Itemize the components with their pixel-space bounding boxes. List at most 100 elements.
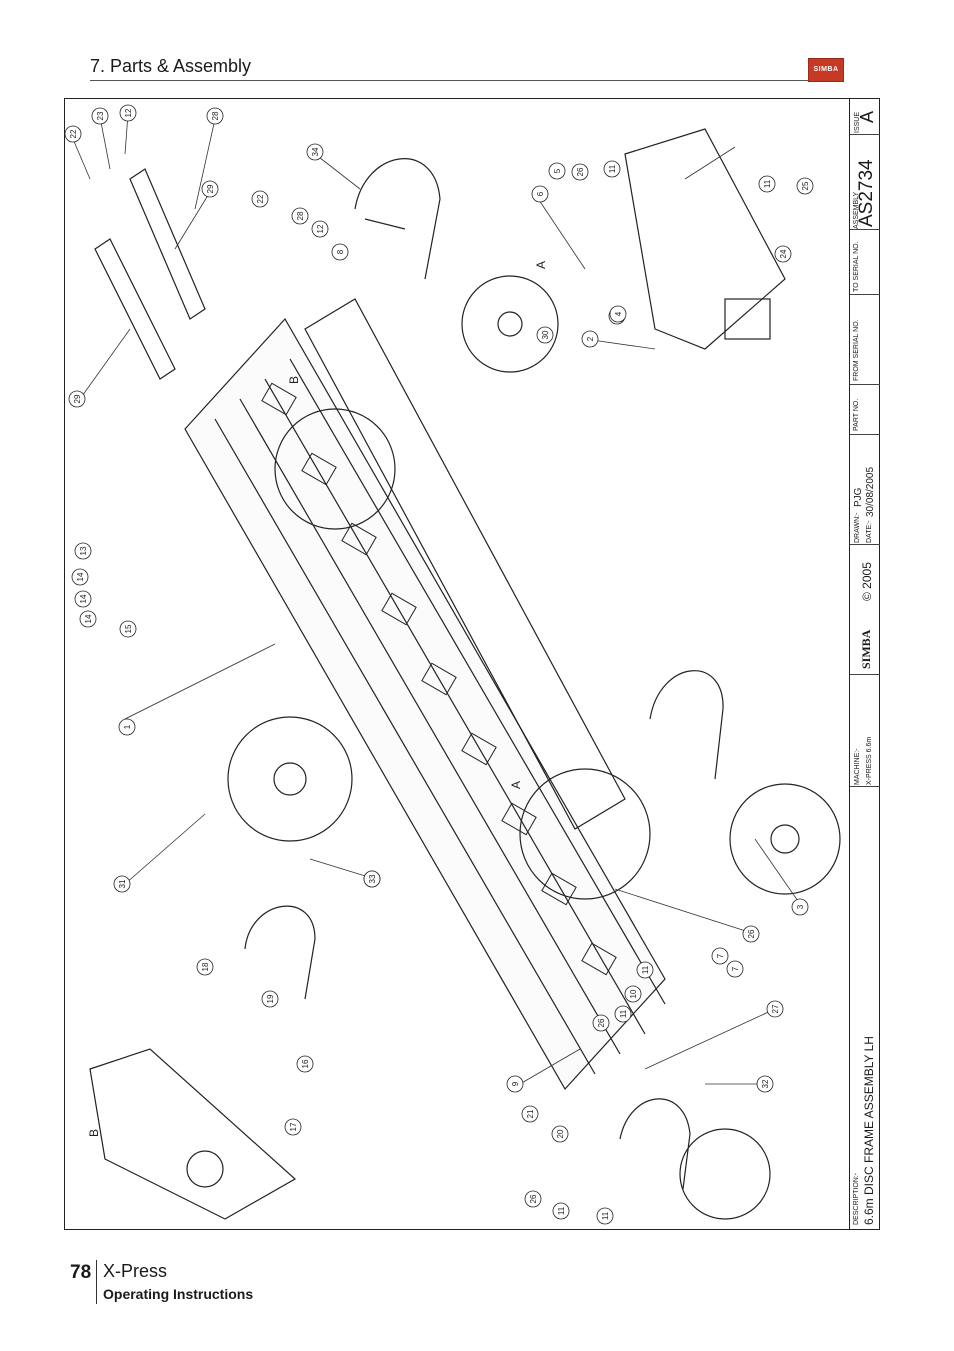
part-callout-21: 21: [521, 1105, 539, 1123]
part-callout-number: 7: [731, 966, 740, 971]
part-callout-number: 10: [629, 989, 638, 998]
product-name: X-Press: [103, 1261, 168, 1281]
part-callout-number: 8: [336, 249, 345, 254]
part-callout-number: 22: [256, 194, 265, 203]
part-callout-12: 12: [119, 104, 137, 122]
part-callout-number: 24: [779, 249, 788, 258]
part-callout-26: 26: [524, 1190, 542, 1208]
assembly-number: AS2734: [856, 159, 877, 227]
tine-33: [244, 905, 316, 1000]
part-callout-number: 11: [763, 179, 772, 188]
part-callout-number: 11: [619, 1009, 628, 1018]
assembly-cell: ASSEMBLY AS2734: [850, 135, 880, 230]
to-serial-label: TO SERIAL NO.: [853, 241, 860, 292]
part-callout-7: 7: [726, 960, 744, 978]
part-callout-number: 28: [211, 111, 220, 120]
part-callout-29: 29: [68, 390, 86, 408]
part-no-label: PART NO.: [853, 398, 860, 431]
part-callout-25: 25: [796, 177, 814, 195]
part-callout-22: 22: [65, 125, 82, 143]
title-block: ISSUE A ASSEMBLY AS2734 TO SERIAL NO. FR…: [849, 99, 880, 1229]
copyright-cell: © 2005 SIMBA: [850, 545, 880, 675]
copyright-text: © 2005: [860, 562, 874, 601]
part-callout-14: 14: [74, 590, 92, 608]
part-callout-number: 33: [368, 874, 377, 883]
description-value: 6.6m DISC FRAME ASSEMBLY LH: [862, 1036, 876, 1225]
header-divider: [90, 80, 842, 81]
tine-31: [649, 670, 724, 780]
ram-upper: [129, 168, 206, 320]
part-callout-number: 2: [586, 336, 595, 341]
part-callout-number: 12: [124, 108, 133, 117]
view-label-b: B: [287, 376, 301, 384]
part-no-cell: PART NO.: [850, 385, 880, 435]
part-callout-7: 7: [711, 947, 729, 965]
part-callout-9: 9: [506, 1075, 524, 1093]
part-callout-number: 14: [79, 594, 88, 603]
part-callout-number: 28: [296, 211, 305, 220]
part-callout-17: 17: [284, 1118, 302, 1136]
part-callout-3: 3: [791, 898, 809, 916]
part-callout-number: 13: [79, 546, 88, 555]
disc-32: [679, 1128, 771, 1220]
part-callout-number: 29: [73, 394, 82, 403]
part-callout-11: 11: [758, 175, 776, 193]
part-callout-number: 27: [771, 1004, 780, 1013]
from-serial-label: FROM SERIAL NO.: [853, 319, 860, 381]
simba-title-logo: SIMBA: [859, 629, 873, 669]
part-callout-20: 20: [551, 1125, 569, 1143]
part-callout-number: 9: [511, 1081, 520, 1086]
part-callout-11: 11: [614, 1005, 632, 1023]
part-callout-number: 14: [84, 614, 93, 623]
part-callout-number: 18: [201, 962, 210, 971]
part-callout-number: 6: [536, 191, 545, 196]
part-callout-number: 32: [761, 1079, 770, 1088]
drawn-label: DRAWN:-: [854, 512, 861, 543]
part-callout-26: 26: [592, 1014, 610, 1032]
part-callout-32: 32: [756, 1075, 774, 1093]
drawn-date-cell: DRAWN:- PJG DATE:- 30/08/2005: [850, 435, 880, 545]
rear-frame-beam: [304, 298, 626, 830]
part-callout-11: 11: [603, 160, 621, 178]
part-callout-34: 34: [306, 143, 324, 161]
machine-label: MACHINE:-: [854, 748, 861, 785]
to-serial-cell: TO SERIAL NO.: [850, 230, 880, 295]
part-callout-13: 13: [74, 542, 92, 560]
part-callout-number: 17: [289, 1122, 298, 1131]
part-callout-number: 23: [96, 111, 105, 120]
view-a-circle: [519, 768, 651, 900]
section-title: 7. Parts & Assembly: [90, 56, 252, 76]
footer-divider: [96, 1260, 97, 1304]
description-cell: DESCRIPTION:- 6.6m DISC FRAME ASSEMBLY L…: [850, 787, 880, 1229]
part-callout-number: 31: [118, 879, 127, 888]
part-callout-number: 11: [601, 1211, 610, 1220]
disc-31: [227, 716, 353, 842]
part-callout-10: 10: [624, 985, 642, 1003]
part-callout-29: 29: [201, 180, 219, 198]
part-callout-12: 12: [311, 220, 329, 238]
part-callout-24: 24: [774, 245, 792, 263]
part-callout-6: 6: [531, 185, 549, 203]
part-callout-22: 22: [251, 190, 269, 208]
disc-30: [461, 275, 559, 373]
mounting-bracket: [624, 128, 786, 350]
part-callout-18: 18: [196, 958, 214, 976]
part-callout-11: 11: [596, 1207, 614, 1225]
page-number: 78: [70, 1262, 92, 1283]
part-callout-number: 30: [541, 330, 550, 339]
issue-cell: ISSUE A: [850, 99, 880, 135]
part-callout-27: 27: [766, 1000, 784, 1018]
part-callout-11: 11: [636, 961, 654, 979]
part-callout-number: 14: [76, 572, 85, 581]
view-label-b: B: [87, 1129, 101, 1137]
part-callout-16: 16: [296, 1055, 314, 1073]
part-callout-number: 15: [124, 624, 133, 633]
part-callout-number: 16: [301, 1059, 310, 1068]
tine-34: [354, 158, 441, 280]
part-callout-28: 28: [291, 207, 309, 225]
part-callout-31: 31: [113, 875, 131, 893]
part-callout-number: 5: [553, 168, 562, 173]
part-callout-14: 14: [71, 568, 89, 586]
